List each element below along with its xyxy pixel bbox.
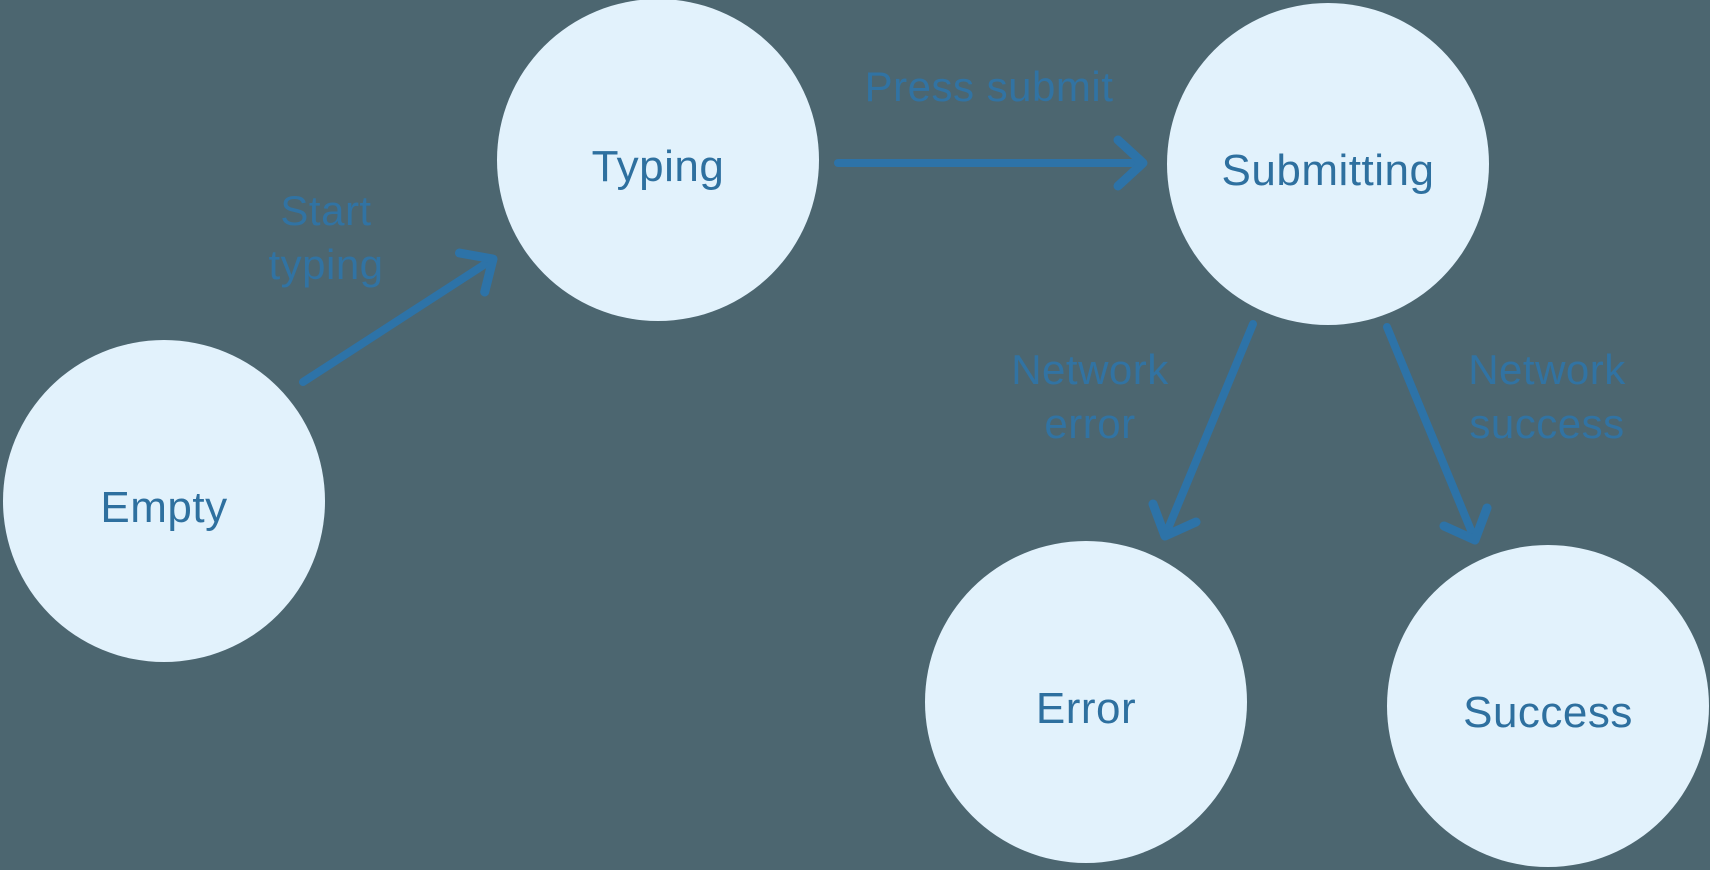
state-label-error: Error [1035, 684, 1137, 733]
transition-label-network-error: Network error [1011, 343, 1169, 451]
edge-empty-typing-arrowhead-icon [455, 248, 498, 297]
transition-label-network-success-line-2: success [1469, 400, 1625, 447]
transition-label-start-typing-line-1: Start [280, 187, 372, 234]
state-label-typing: Typing [591, 142, 725, 191]
edge-submitting-success-line [1383, 323, 1479, 544]
transition-label-press-submit: Press submit [865, 60, 1114, 114]
transition-label-network-success: Network success [1468, 343, 1626, 451]
edge-submitting-error-arrowhead-icon [1148, 499, 1201, 541]
transition-label-press-submit-line-1: Press submit [864, 63, 1114, 110]
edge-submitting-error-line [1161, 320, 1257, 540]
transition-label-network-success-line-1: Network [1468, 346, 1626, 393]
state-node-error: Error [925, 541, 1247, 863]
state-node-submitting: Submitting [1167, 3, 1489, 325]
state-node-success: Success [1387, 545, 1709, 867]
edge-typing-submitting-arrowhead-icon [1113, 135, 1148, 191]
state-label-success: Success [1463, 688, 1633, 737]
transition-label-start-typing-line-2: typing [268, 241, 384, 288]
state-label-submitting: Submitting [1221, 146, 1435, 195]
transition-label-network-error-line-1: Network [1011, 346, 1169, 393]
state-node-typing: Typing [497, 0, 819, 321]
state-node-empty: Empty [3, 340, 325, 662]
state-label-empty: Empty [100, 483, 228, 532]
edge-empty-typing-line [299, 255, 497, 386]
edge-submitting-success-arrowhead-icon [1439, 503, 1492, 545]
transition-label-start-typing: Start typing [268, 184, 383, 292]
transition-label-network-error-line-2: error [1044, 400, 1136, 447]
